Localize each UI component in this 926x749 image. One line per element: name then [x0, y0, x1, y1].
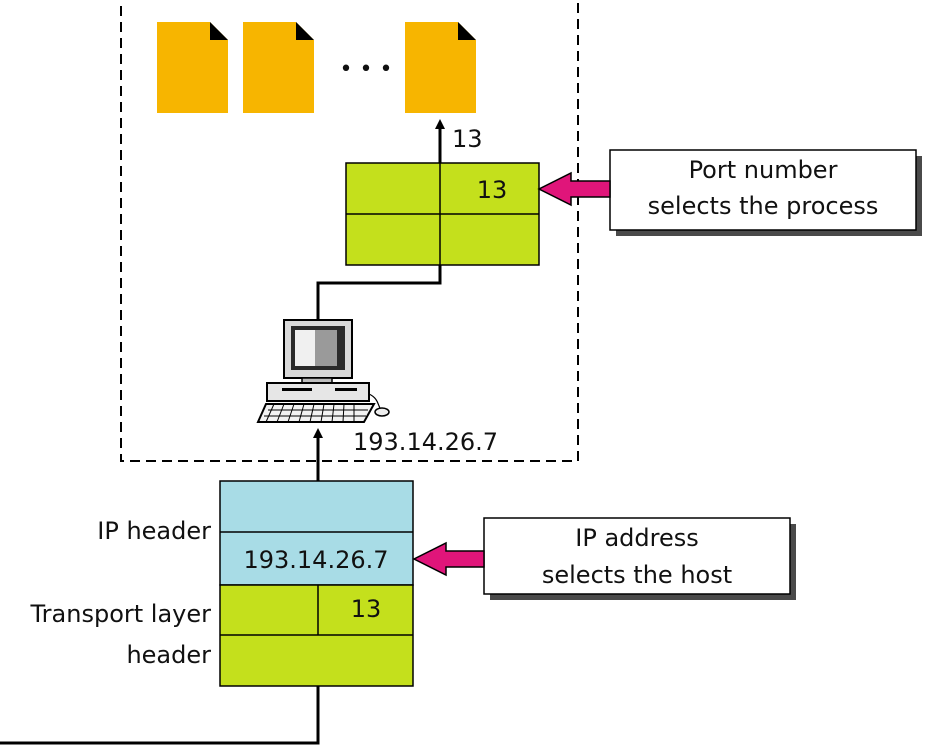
process-file-1: [157, 22, 228, 113]
port-number-above-arrow: 13: [452, 125, 483, 153]
ip-pointer-arrow: [412, 541, 485, 577]
ip-callout-line2: selects the host: [542, 561, 732, 589]
host-port-cell: 13: [477, 176, 508, 204]
ellipsis: • • •: [340, 57, 393, 82]
ip-callout-line1: IP address: [575, 524, 698, 552]
port-callout-box: [609, 149, 917, 231]
port-pointer-arrow: [537, 171, 611, 207]
port-callout-line1: Port number: [689, 156, 838, 184]
host-transport-header: [345, 162, 540, 266]
transport-header-label-2: header: [126, 641, 211, 669]
process-file-3: [405, 22, 476, 113]
incoming-line: [0, 686, 320, 745]
ip-header-label: IP header: [97, 517, 211, 545]
packet-ip-address: 193.14.26.7: [243, 546, 388, 574]
desktop-computer-icon: [256, 319, 390, 423]
transport-header-label-1: Transport layer: [30, 600, 212, 628]
packet: [219, 480, 414, 687]
packet-port: 13: [351, 595, 382, 623]
host-ip-address: 193.14.26.7: [353, 428, 498, 456]
host-boundary: [120, 0, 579, 462]
process-file-2: [243, 22, 314, 113]
ip-callout-box: [483, 517, 791, 595]
path-computer-to-transport: [316, 265, 442, 320]
port-callout-line2: selects the process: [648, 192, 879, 220]
